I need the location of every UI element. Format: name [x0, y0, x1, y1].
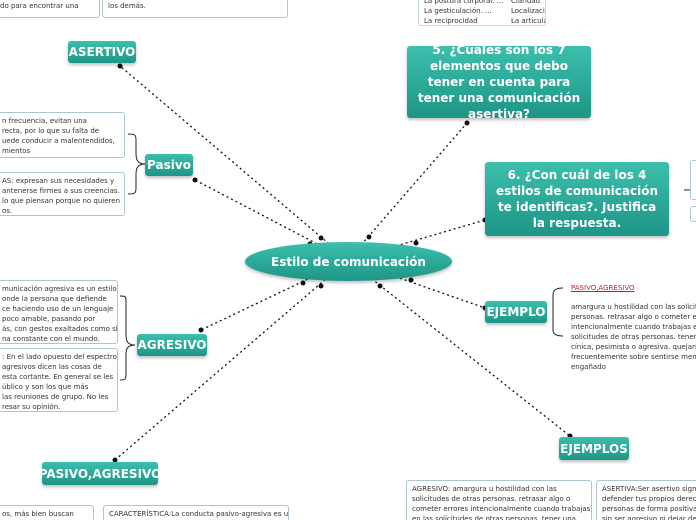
- note-line: amargura u hostilidad con las solicitude…: [571, 303, 696, 311]
- topic-label: ASERTIVO: [68, 45, 136, 59]
- note-line: engañado: [571, 363, 606, 371]
- note-line: na constante con el mundo.: [2, 335, 100, 343]
- note-pasivo-1: n frecuencia, evitan una recta, por lo qu…: [0, 112, 125, 158]
- note-line: Localización: [511, 7, 545, 15]
- topic-asertivo[interactable]: ASERTIVO: [68, 41, 136, 63]
- note-line: intencionalmente cuando trabajas en las: [571, 323, 696, 331]
- note-pasivo-2: AS: expresan sus necesidades y antenerse …: [0, 172, 125, 216]
- topic-pasivo[interactable]: Pasivo: [145, 154, 193, 176]
- note-line: poco amable, pasando por: [2, 315, 96, 323]
- note-line: AS: expresan sus necesidades y: [2, 177, 115, 185]
- topic-label: EJEMPLO: [486, 305, 546, 319]
- note-line: defender tus propios derechos: [602, 495, 696, 503]
- note-line: solicitudes de otras personas. retrasar …: [412, 495, 571, 503]
- central-label: Estilo de comunicación: [271, 254, 426, 269]
- note-text: los demás.: [108, 2, 146, 10]
- note-line: municación agresiva es un estilo: [2, 285, 117, 293]
- note-line: solicitudes de otras personas. tener una: [571, 333, 696, 341]
- note-line: recta, por lo que su falta de: [2, 127, 100, 135]
- note-line: agresivos dicen las cosas de: [2, 363, 102, 371]
- note-line: La gesticulación. ...: [424, 7, 492, 15]
- note-line: lo que piensan porque no quieren: [2, 197, 121, 205]
- note-line: sin ser agresivo ni dejar de: [602, 515, 696, 520]
- note-line: esta cortante. En general se les: [2, 373, 114, 381]
- note-line: antenerse firmes a sus creencias.: [2, 187, 120, 195]
- note-line: en las solicitudes de otras personas. te…: [412, 515, 576, 520]
- note-agresivo-2: : En el lado opuesto del espectro, agres…: [0, 348, 118, 412]
- elements-list-1: La postura corporal. ... La gesticulación…: [424, 0, 504, 25]
- note-line: ás, con gestos exaltados como si: [2, 325, 118, 333]
- question-label: 5. ¿Cuáles son los 7 elementos que debo …: [417, 43, 581, 121]
- topic-label: EJEMPLOS: [560, 441, 628, 456]
- note-line: frecuentemente sobre sentirse menospreci…: [571, 353, 696, 361]
- note-pasivo-agresivo-2: CARACTERÍSTICA:La conducta pasivo-agresi…: [103, 505, 289, 520]
- note-agresivo-1: municación agresiva es un estilo onde la …: [0, 280, 118, 344]
- topic-agresivo[interactable]: AGRESIVO: [137, 334, 207, 356]
- note-line: cínica, pesimista o agresiva. quejarse: [571, 343, 696, 351]
- question-label: 6. ¿Con cuál de los 4 estilos de comunic…: [496, 168, 658, 230]
- note-q5-elements: La postura corporal. ... La gesticulación…: [418, 0, 546, 26]
- note-line: úblico y son los que más: [2, 383, 89, 391]
- note-line: personas de forma positiva y p: [602, 505, 696, 513]
- note-asertivo-top: do para encontrar una: [0, 0, 100, 18]
- topic-label: Pasivo: [147, 158, 191, 172]
- note-line: La articulación: [511, 17, 545, 25]
- topic-label: AGRESIVO: [137, 338, 207, 352]
- note-line: cometer errores intencionalmente cuando …: [412, 505, 591, 513]
- note-line: Claridad: [511, 0, 541, 5]
- note-line: La reciprocidad: [424, 17, 478, 25]
- note-line: mientos: [2, 147, 31, 155]
- topic-ejemplos[interactable]: EJEMPLOS: [559, 437, 629, 460]
- note-ejemplo-label: PASIVO,AGRESIVO: [566, 280, 696, 298]
- note-ejemplos-2: ASERTIVA:Ser asertivo significa defender …: [596, 480, 696, 520]
- note-line: AGRESIVO: amargura u hostilidad con las: [412, 485, 557, 493]
- question-6[interactable]: 6. ¿Con cuál de los 4 estilos de comunic…: [485, 162, 669, 236]
- note-line: las reuniones de grupo. No les: [2, 393, 109, 401]
- note-line: personas. retrasar algo o cometer errore…: [571, 313, 696, 321]
- note-line: La postura corporal. ...: [424, 0, 504, 5]
- topic-pasivo-agresivo[interactable]: PASIVO,AGRESIVO: [39, 462, 161, 485]
- ejemplo-label: PASIVO,AGRESIVO: [571, 284, 635, 292]
- note-pasivo-agresivo-1: os, más bien buscan: [0, 505, 94, 520]
- note-line: resar su opinión.: [2, 403, 61, 411]
- note-line: ce haciendo uso de un lenguaje: [2, 305, 114, 313]
- note-line: CARACTERÍSTICA:La conducta pasivo-agresi…: [109, 510, 289, 518]
- note-line: : En el lado opuesto del espectro,: [2, 353, 118, 361]
- note-ejemplo-text: amargura u hostilidad con las solicitude…: [566, 299, 696, 375]
- topic-label: PASIVO,AGRESIVO: [38, 466, 162, 481]
- topic-ejemplo[interactable]: EJEMPLO: [485, 301, 547, 323]
- note-asertivo-top-2: los demás.: [102, 0, 288, 18]
- note-line: ASERTIVA:Ser asertivo significa: [602, 485, 696, 493]
- note-line: onde la persona que defiende: [2, 295, 107, 303]
- question-5[interactable]: 5. ¿Cuáles son los 7 elementos que debo …: [407, 43, 591, 121]
- note-q6-2: A: [690, 206, 696, 222]
- note-text: do para encontrar una: [0, 2, 79, 10]
- note-line: uede conducir a malentendidos,: [2, 137, 115, 145]
- note-ejemplos-1: AGRESIVO: amargura u hostilidad con las s…: [406, 480, 592, 520]
- elements-list-2: ClaridadLocalización La articulación: [511, 0, 545, 25]
- note-line: n frecuencia, evitan una: [2, 117, 87, 125]
- note-q6-1: Ecr: [690, 160, 696, 200]
- note-line: os.: [2, 207, 13, 215]
- central-topic[interactable]: Estilo de comunicación: [245, 242, 452, 281]
- note-line: os, más bien buscan: [2, 510, 74, 518]
